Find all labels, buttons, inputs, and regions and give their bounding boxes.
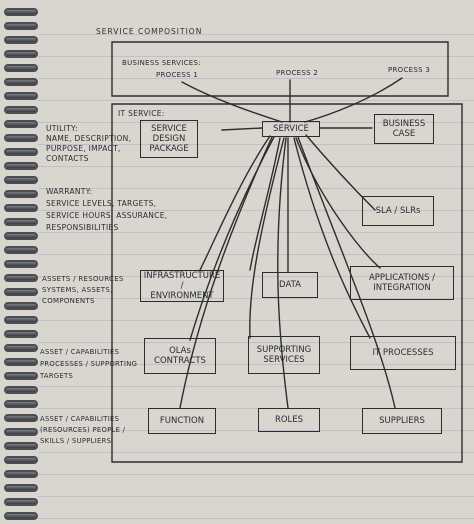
spiral-ring [4,148,38,156]
ruled-line [38,364,474,365]
spiral-ring [4,22,38,30]
ruled-line [38,144,474,145]
spiral-ring [4,274,38,282]
ruled-line [38,78,474,79]
service-box: SERVICE [262,121,320,137]
spiral-ring [4,330,38,338]
ruled-line [38,452,474,453]
it-processes-box: IT PROCESSES [350,336,456,370]
assets-resources-note: ASSETS / RESOURCES SYSTEMS, ASSETS, COMP… [42,275,124,305]
spiral-ring [4,78,38,86]
business-services-label: BUSINESS SERVICES: [122,59,201,67]
spiral-ring [4,512,38,520]
spiral-ring [4,372,38,380]
it-service-frame [111,103,463,463]
ruled-line [38,408,474,409]
roles-box: ROLES [258,408,320,432]
ruled-line [38,100,474,101]
olas-contracts-box: OLAs CONTRACTS [144,338,216,374]
spiral-ring [4,358,38,366]
ruled-line [38,518,474,519]
spiral-ring [4,190,38,198]
ruled-line [38,342,474,343]
ruled-line [38,430,474,431]
spiral-ring [4,316,38,324]
spiral-ring [4,260,38,268]
spiral-ring [4,302,38,310]
ruled-line [38,254,474,255]
ruled-line [38,298,474,299]
spiral-ring [4,246,38,254]
utility-note: UTILITY: NAME, DESCRIPTION, PURPOSE, IMP… [46,124,132,163]
ruled-line [38,166,474,167]
ruled-line [38,320,474,321]
spiral-ring [4,134,38,142]
ruled-line [38,34,474,35]
spiral-ring [4,386,38,394]
spiral-ring [4,120,38,128]
process-2-label: PROCESS 2 [276,69,319,77]
spiral-ring [4,8,38,16]
spiral-ring [4,92,38,100]
supporting-services-box: SUPPORTING SERVICES [248,336,320,374]
spiral-ring [4,176,38,184]
spiral-binding [0,0,38,524]
spiral-ring [4,456,38,464]
asset-capabilities-note-2: ASSET / CAPABILITIES (RESOURCES) PEOPLE … [40,415,126,445]
spiral-ring [4,218,38,226]
spiral-ring [4,498,38,506]
spiral-ring [4,232,38,240]
process-3-label: PROCESS 3 [388,66,431,74]
spiral-ring [4,50,38,58]
spiral-ring [4,288,38,296]
spiral-ring [4,470,38,478]
spiral-ring [4,400,38,408]
function-box: FUNCTION [148,408,216,434]
spiral-ring [4,162,38,170]
spiral-ring [4,64,38,72]
ruled-line [38,188,474,189]
service-design-package-box: SERVICE DESIGN PACKAGE [140,120,198,158]
warranty-note: WARRANTY: SERVICE LEVELS, TARGETS, SERVI… [46,187,168,232]
it-service-label: IT SERVICE: [118,109,165,118]
ruled-line [38,56,474,57]
infrastructure-box: INFRASTRUCTURE / ENVIRONMENT [140,270,224,302]
applications-box: APPLICATIONS / INTEGRATION [350,266,454,300]
spiral-ring [4,106,38,114]
ruled-line [38,210,474,211]
spiral-ring [4,36,38,44]
business-case-box: BUSINESS CASE [374,114,434,144]
spiral-ring [4,344,38,352]
ruled-line [38,122,474,123]
ruled-line [38,276,474,277]
data-box: DATA [262,272,318,298]
ruled-line [38,232,474,233]
process-1-label: PROCESS 1 [156,71,199,79]
spiral-ring [4,484,38,492]
spiral-ring [4,204,38,212]
spiral-ring [4,428,38,436]
asset-capabilities-note-1: ASSET / CAPABILITIES PROCESSES / SUPPORT… [40,348,138,380]
ruled-line [38,496,474,497]
spiral-ring [4,442,38,450]
business-services-frame [111,41,449,97]
page-title: SERVICE COMPOSITION [96,27,203,36]
suppliers-box: SUPPLIERS [362,408,442,434]
ruled-line [38,474,474,475]
sla-slr-box: SLA / SLRs [362,196,434,226]
spiral-ring [4,414,38,422]
ruled-line [38,386,474,387]
